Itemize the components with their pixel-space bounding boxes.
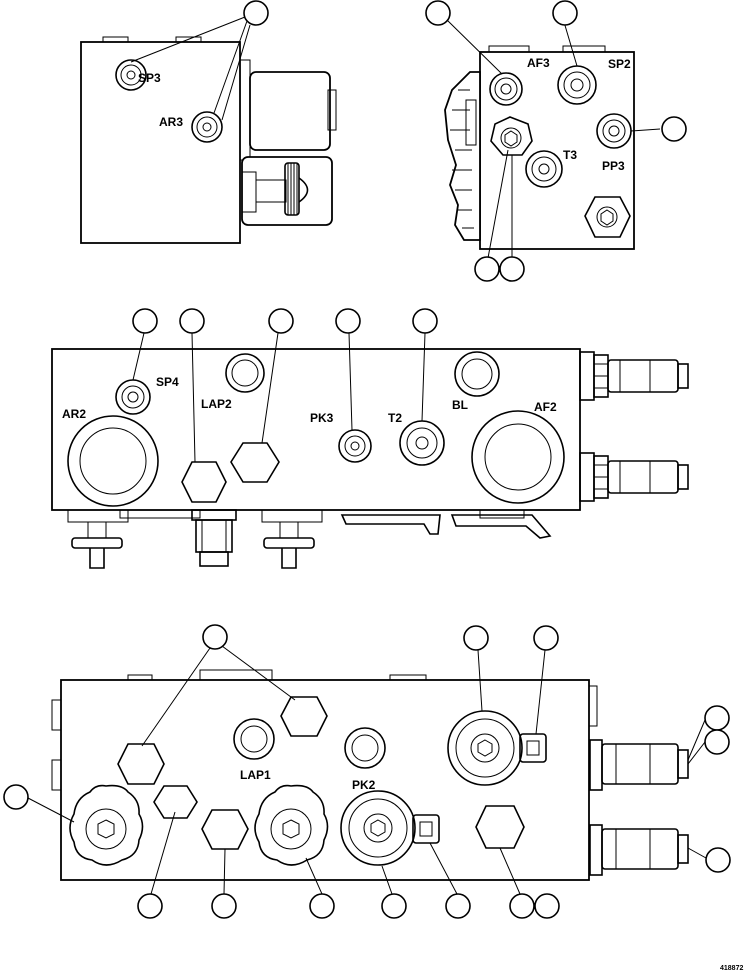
port-bl	[454, 351, 500, 397]
hex-plug	[584, 196, 631, 238]
port-unlabeled	[225, 353, 265, 393]
callout-balloon	[137, 893, 163, 919]
cartridge-valve	[579, 452, 689, 502]
label-ar2: AR2	[62, 407, 86, 421]
figure-id: 418872	[720, 965, 743, 972]
cartridge-valve	[589, 824, 689, 876]
port-pk2	[344, 727, 386, 769]
port-ar2	[67, 415, 159, 507]
solenoid-valve	[447, 710, 547, 786]
label-pk2: PK2	[352, 778, 376, 792]
label-t2: T2	[388, 411, 402, 425]
solenoid-coil	[249, 71, 337, 151]
label-bl: BL	[452, 398, 468, 412]
bottom-fittings	[67, 509, 552, 569]
cartridge-valve	[579, 351, 689, 401]
callout-balloon	[499, 256, 525, 282]
label-af3: AF3	[527, 56, 550, 70]
knurled-knob	[69, 784, 144, 866]
view-top-left: SP3 AR3	[80, 0, 337, 244]
callout-balloon	[3, 784, 29, 810]
callout-balloon	[509, 893, 535, 919]
manifold-body	[60, 679, 590, 881]
manifold-body	[80, 41, 241, 244]
callout-balloon	[202, 624, 228, 650]
callout-balloon	[211, 893, 237, 919]
callout-balloon	[552, 0, 578, 26]
callout-balloon	[335, 308, 361, 334]
label-ar3: AR3	[159, 115, 183, 129]
label-pk3: PK3	[310, 411, 334, 425]
view-bottom: LAP1 PK2	[3, 624, 731, 919]
view-top-right: AF3 SP2 T3 PP3	[425, 0, 687, 282]
port-ar3	[191, 111, 223, 143]
solenoid-valve	[340, 790, 440, 866]
label-lap2: LAP2	[201, 397, 232, 411]
knurled-knob	[254, 784, 329, 866]
label-sp3: SP3	[138, 71, 161, 85]
callout-balloon	[179, 308, 205, 334]
hex-plug	[230, 442, 280, 483]
view-middle: SP4 AR2 LAP2 PK3 T2 BL AF2	[51, 308, 689, 569]
callout-balloon	[425, 0, 451, 26]
callout-balloon	[705, 847, 731, 873]
label-t3: T3	[563, 148, 577, 162]
callout-balloon	[268, 308, 294, 334]
callout-balloon	[704, 729, 730, 755]
port-af3	[489, 72, 523, 106]
callout-balloon	[533, 625, 559, 651]
label-af2: AF2	[534, 400, 557, 414]
port-sp3	[115, 59, 147, 91]
label-lap1: LAP1	[240, 768, 271, 782]
label-pp3: PP3	[602, 159, 625, 173]
callout-balloon	[704, 705, 730, 731]
manifold-body	[51, 348, 581, 511]
hex-plug	[117, 743, 165, 785]
callout-balloon	[661, 116, 687, 142]
callout-balloon	[474, 256, 500, 282]
hex-plug	[153, 785, 198, 819]
label-sp2: SP2	[608, 57, 631, 71]
adjuster-knob	[241, 156, 333, 226]
cartridge-valve	[589, 739, 689, 791]
callout-balloon	[309, 893, 335, 919]
port-lap1	[233, 718, 275, 760]
callout-balloon	[243, 0, 269, 26]
callout-balloon	[534, 893, 560, 919]
callout-balloon	[132, 308, 158, 334]
label-sp4: SP4	[156, 375, 179, 389]
hex-plug	[280, 696, 328, 737]
side-lever-assembly	[444, 71, 481, 241]
port-t3	[525, 150, 563, 188]
hex-plug	[201, 809, 249, 850]
manifold-body	[479, 51, 635, 250]
callout-balloon	[381, 893, 407, 919]
callout-balloon	[463, 625, 489, 651]
hex-plug	[475, 805, 525, 849]
hex-plug	[181, 461, 227, 503]
callout-balloon	[412, 308, 438, 334]
port-pk3	[338, 429, 372, 463]
callout-balloon	[445, 893, 471, 919]
port-af2	[471, 410, 565, 504]
